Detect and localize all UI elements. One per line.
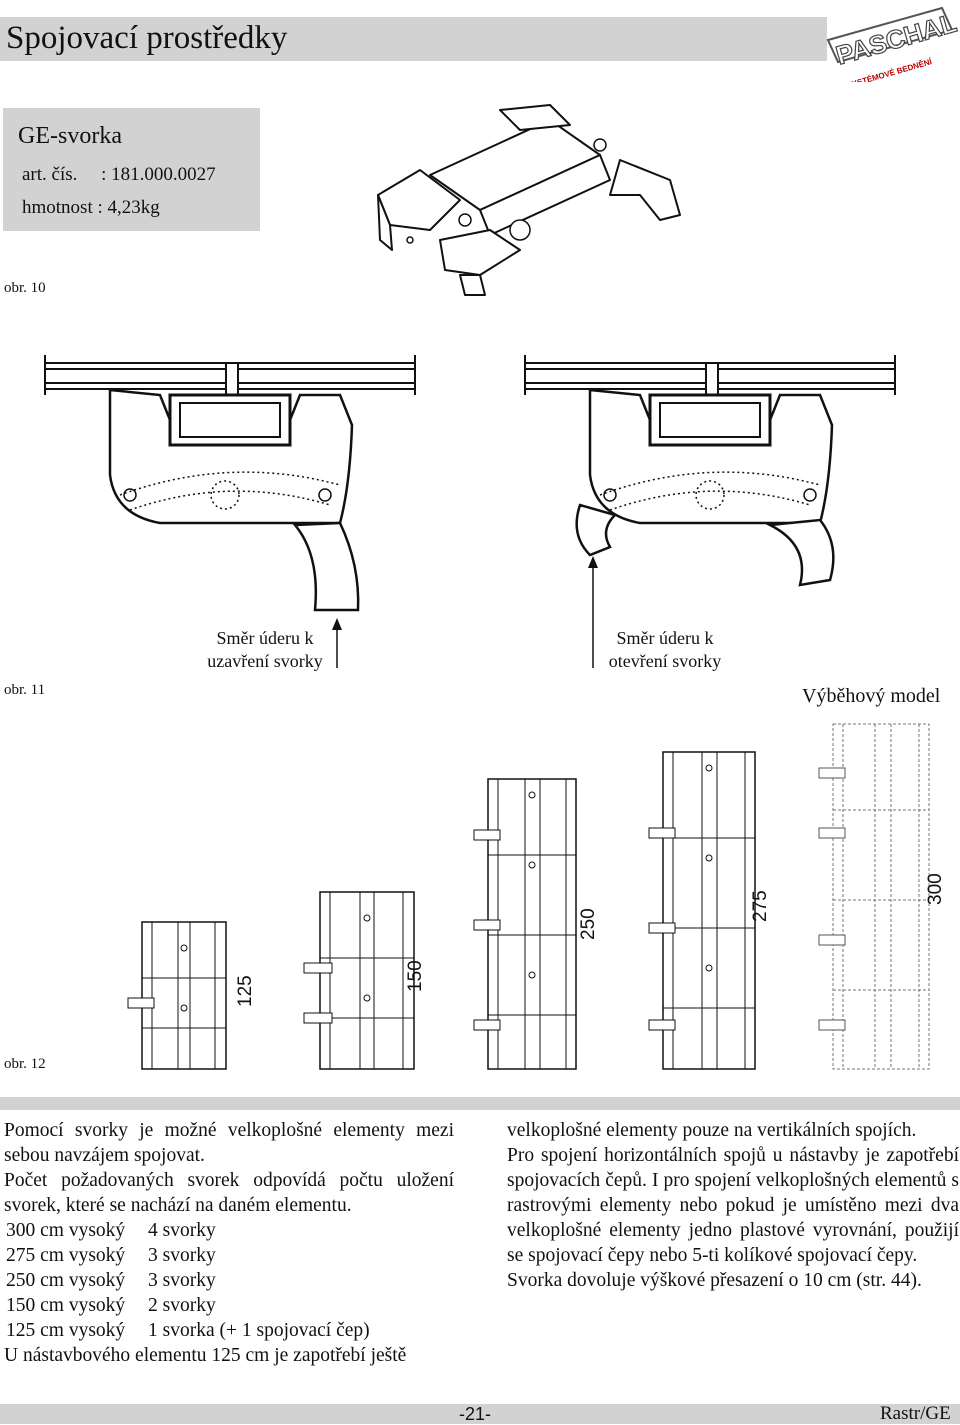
height-label-125: 125: [235, 975, 256, 1007]
caption-opening: Směr úderu k otevření svorky: [585, 627, 745, 673]
figure-label-12: obr. 12: [4, 1056, 46, 1072]
page-number: -21-: [459, 1404, 492, 1424]
page-title: Spojovací prostředky: [6, 20, 288, 56]
paragraph-offset: Svorka dovoluje výškové přesazení o 10 c…: [507, 1270, 922, 1291]
product-name: GE-svorka: [18, 123, 122, 149]
paragraph-intro: Pomocí svorky je možné velkoplošné eleme…: [4, 1120, 454, 1166]
model-label: Výběhový model: [802, 685, 941, 707]
figure-label-11: obr. 11: [4, 682, 46, 698]
article-number: art. čís. : 181.000.0027: [22, 164, 216, 185]
height-label-250: 250: [578, 908, 599, 940]
height-label-150: 150: [405, 960, 426, 992]
paragraph-horizontal: Pro spojení horizontálních spojů u násta…: [507, 1145, 959, 1266]
svg-text:PASCHAL: PASCHAL: [833, 8, 960, 71]
product-weight: hmotnost : 4,23kg: [22, 197, 160, 218]
section-divider: [0, 1097, 960, 1110]
panel-300-drawing: [818, 723, 930, 1070]
arrow-close-direction: [332, 618, 342, 668]
panel-250-drawing: [473, 778, 577, 1070]
paragraph-last: U nástavbového elementu 125 cm je zapotř…: [4, 1345, 407, 1366]
panel-150-drawing: [303, 891, 415, 1070]
paragraph-vertical: velkoplošné elementy pouze na vertikální…: [507, 1120, 917, 1141]
caption-closing-line-1: Směr úderu k: [216, 628, 314, 648]
clamp-closing-section: [44, 355, 416, 612]
height-label-275: 275: [750, 890, 771, 922]
product-info-box: [3, 108, 260, 231]
clamp-isometric-drawing: [377, 104, 681, 296]
clamp-opening-section: [524, 355, 896, 587]
footer-bar: [0, 1404, 960, 1424]
figure-label-10: obr. 10: [4, 280, 46, 296]
title-bar: [0, 17, 827, 61]
height-label-300: 300: [925, 873, 946, 905]
panel-125-drawing: [127, 921, 227, 1070]
arrow-open-direction: [588, 556, 598, 668]
caption-opening-line-1: Směr úderu k: [616, 628, 714, 648]
text-column-left: Pomocí svorky je možné velkoplošné eleme…: [4, 1118, 454, 1368]
panel-275-drawing: [648, 751, 756, 1070]
text-column-right: velkoplošné elementy pouze na vertikální…: [507, 1118, 959, 1293]
caption-closing: Směr úderu k uzavření svorky: [190, 627, 340, 673]
footer-code: Rastr/GE: [880, 1403, 951, 1424]
caption-closing-line-2: uzavření svorky: [207, 651, 323, 671]
paschal-logo: PASCHAL SYSTÉMOVÉ BEDNĚNÍ: [826, 6, 960, 82]
caption-opening-line-2: otevření svorky: [608, 651, 722, 671]
paragraph-count: Počet požadovaných svorek odpovídá počtu…: [4, 1170, 454, 1216]
